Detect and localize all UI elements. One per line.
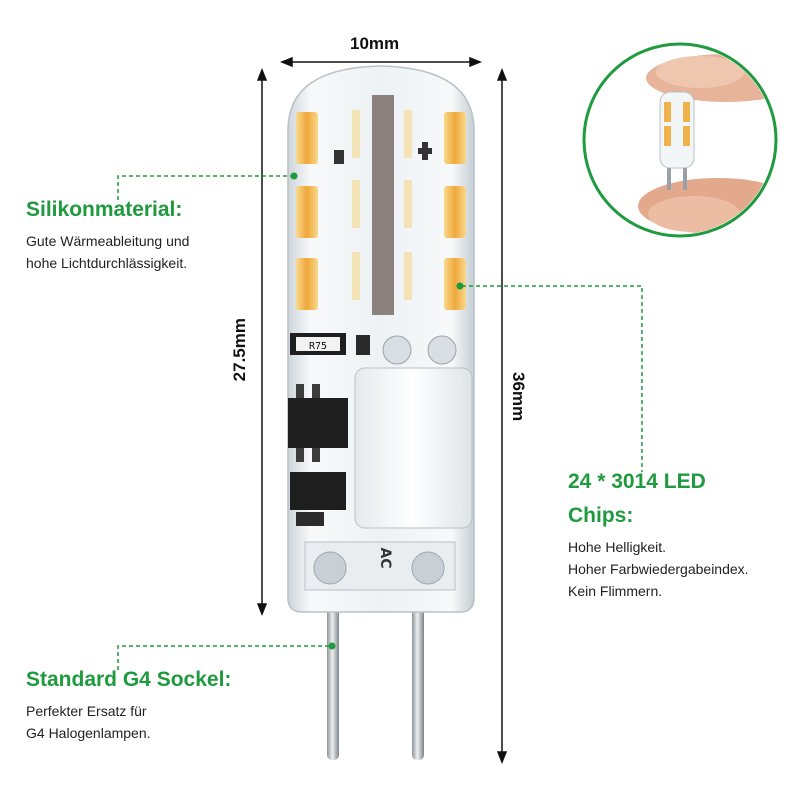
smd-component (334, 150, 344, 164)
led-chip (296, 186, 318, 238)
socket-callout: Standard G4 Sockel: Perfekter Ersatz für… (26, 668, 231, 744)
socket-desc-line: Perfekter Ersatz für (26, 703, 147, 719)
led-chip (296, 112, 318, 164)
socket-title: Standard G4 Sockel: (26, 668, 232, 691)
inset-photo (582, 42, 778, 238)
led-chip (444, 258, 466, 310)
width-dimension-label: 10mm (350, 34, 400, 53)
pcb-strip (372, 95, 394, 315)
led-chip (444, 186, 466, 238)
body-height-dimension-label: 27.5mm (230, 318, 249, 382)
diode (290, 472, 346, 510)
pin-right (412, 600, 424, 760)
rectifier-chip (288, 398, 348, 448)
base-label: AC (377, 547, 393, 568)
total-height-dimension-label: 36mm (509, 372, 528, 422)
silicone-desc-line: hohe Lichtdurchlässigkeit. (26, 255, 188, 271)
led-desc-line: Hoher Farbwiedergabeindex. (568, 561, 749, 577)
led-desc-line: Kein Flimmern. (568, 583, 663, 599)
led-chip (444, 112, 466, 164)
resistor-label: R75 (309, 341, 327, 352)
capacitor (354, 367, 473, 529)
led-title-line1: 24 * 3014 LED (568, 470, 706, 493)
led-title-line2: Chips: (568, 504, 634, 527)
silicone-callout: Silikonmaterial: Gute Wärmeableitung und… (26, 198, 189, 274)
dimension-lines (256, 56, 508, 765)
silicone-title: Silikonmaterial: (26, 198, 183, 221)
led-desc-line: Hohe Helligkeit. (568, 539, 667, 555)
led-chip (296, 258, 318, 310)
socket-desc-line: G4 Halogenlampen. (26, 725, 151, 741)
silicone-desc-line: Gute Wärmeableitung und (26, 233, 190, 249)
leader-lines (117, 175, 643, 670)
pin-left (327, 600, 339, 760)
led-callout: 24 * 3014 LED Chips: Hohe Helligkeit. Ho… (568, 470, 749, 602)
